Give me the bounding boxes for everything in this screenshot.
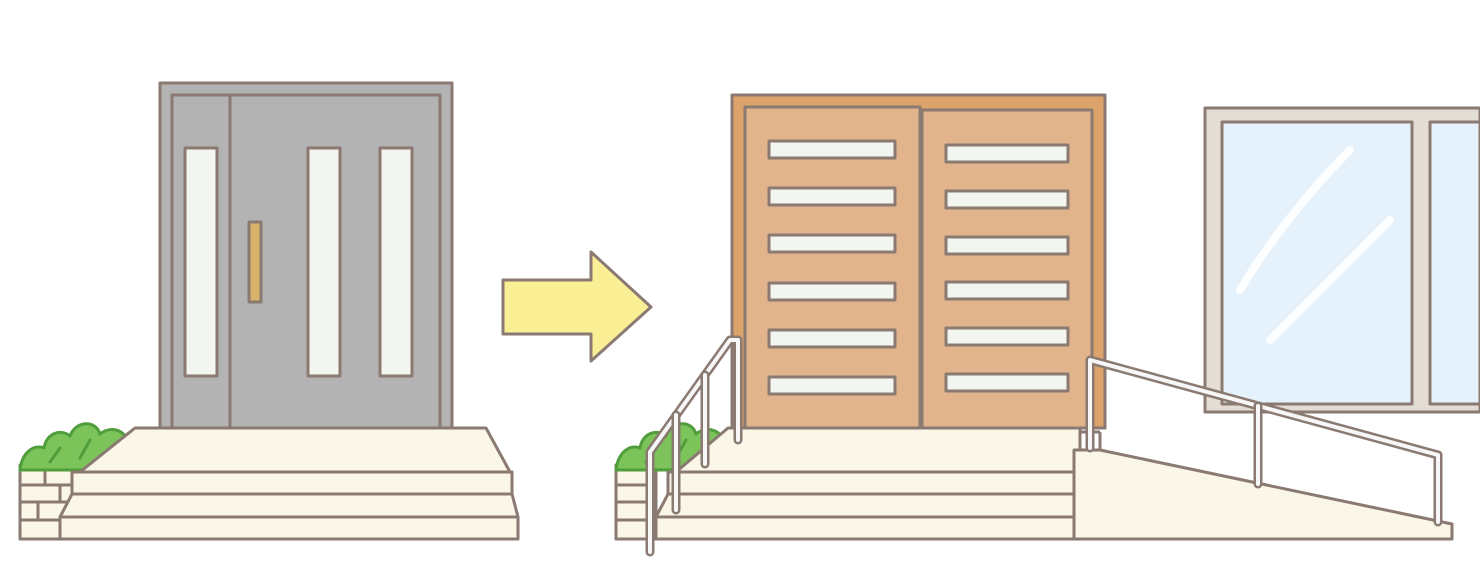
handrail-steps	[645, 335, 743, 557]
handrail-ramp	[1085, 355, 1443, 527]
door-glass-panel	[183, 146, 219, 378]
entrance-steps-left	[58, 426, 520, 541]
before-panel	[18, 81, 520, 541]
after-panel	[614, 93, 1480, 557]
arrow-icon	[501, 250, 653, 363]
wheelchair-ramp	[1072, 430, 1454, 541]
door-slats-right	[944, 143, 1070, 393]
door-handle	[247, 220, 263, 304]
window	[1203, 106, 1480, 414]
wooden-sliding-door	[730, 93, 1107, 430]
door-glass-panel	[306, 146, 342, 378]
door-slats-left	[767, 139, 897, 396]
grey-door	[158, 81, 454, 430]
entrance-steps-right	[654, 426, 1082, 541]
door-glass-panel	[378, 146, 414, 378]
